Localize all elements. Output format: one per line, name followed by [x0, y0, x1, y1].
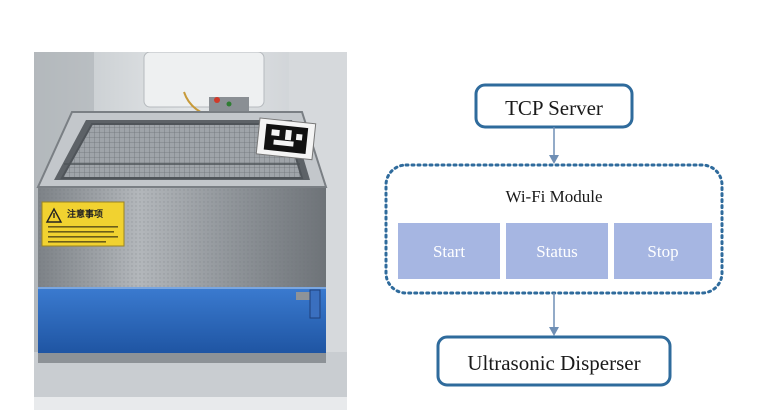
- fiducial-marker: [255, 117, 317, 161]
- ultrasonic-bath-photo: 注意事项: [34, 52, 347, 410]
- warning-label-title: 注意事项: [67, 208, 103, 220]
- start-button-label: Start: [433, 242, 465, 261]
- blue-base: [38, 287, 326, 353]
- ultrasonic-disperser-label: Ultrasonic Disperser: [467, 351, 640, 375]
- start-button: [398, 223, 500, 279]
- stop-button: [614, 223, 712, 279]
- drain-valve: [296, 289, 321, 319]
- status-button: [506, 223, 608, 279]
- wifi-module-label: Wi-Fi Module: [505, 187, 602, 206]
- warning-label: 注意事项: [41, 201, 125, 247]
- tcp-server-label: TCP Server: [505, 96, 603, 120]
- stop-button-label: Stop: [647, 242, 678, 261]
- ultrasonic-disperser-node: [436, 335, 672, 387]
- system-diagram: TCP Server Wi-Fi Module Start Status Sto…: [370, 75, 750, 405]
- status-button-label: Status: [536, 242, 578, 261]
